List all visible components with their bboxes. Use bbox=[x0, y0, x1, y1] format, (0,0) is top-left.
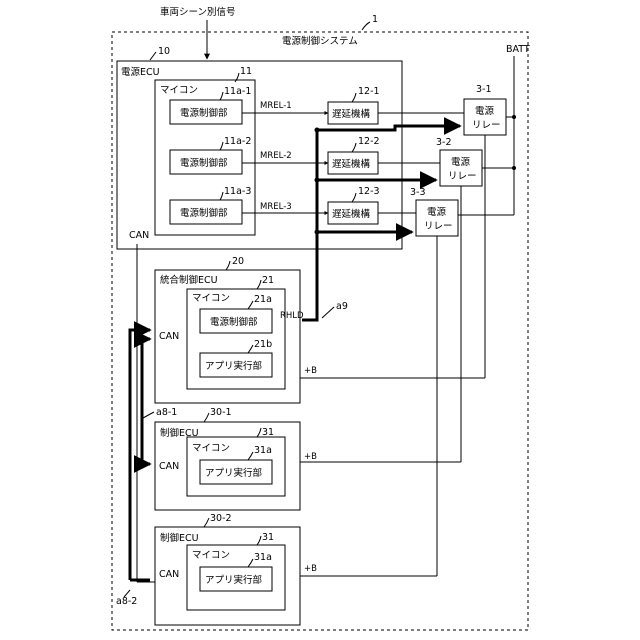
bus-ref-a8-2: a8-2 bbox=[116, 596, 137, 607]
control-ecu-1-app-ref: 31a bbox=[254, 445, 272, 456]
relay-ref-2: 3-2 bbox=[436, 137, 452, 148]
batt-label: BATT bbox=[506, 44, 530, 55]
a8-1-leader bbox=[143, 412, 154, 418]
power-ecu-ref: 10 bbox=[158, 46, 170, 57]
power-control-unit-3-label: 電源制御部 bbox=[180, 207, 228, 219]
integrated-ecu-can: CAN bbox=[159, 331, 179, 342]
power-control-unit-1-label: 電源制御部 bbox=[180, 107, 228, 119]
unit-ref-1: 11a-1 bbox=[224, 86, 251, 97]
relay-ref-3: 3-3 bbox=[410, 187, 426, 198]
power-micon-ref: 11 bbox=[240, 66, 252, 77]
a9-leader bbox=[322, 307, 334, 318]
control-ecu-1-micon-ref: 31 bbox=[262, 427, 274, 438]
a9-label: a9 bbox=[336, 301, 348, 312]
system-ref-leader bbox=[362, 22, 370, 30]
control-ecu-2-can: CAN bbox=[159, 569, 179, 580]
integrated-micon-title: マイコン bbox=[192, 293, 230, 304]
integrated-app-label: アプリ実行部 bbox=[205, 360, 262, 372]
power-control-unit-2-label: 電源制御部 bbox=[180, 157, 228, 169]
relay-ref-1: 3-1 bbox=[476, 84, 492, 95]
integrated-app-ref: 21b bbox=[254, 339, 272, 350]
power-relay-3-line1: 電源 bbox=[427, 207, 447, 218]
integrated-power-control-label: 電源制御部 bbox=[210, 316, 258, 328]
control-ecu-2-micon-title: マイコン bbox=[192, 550, 230, 561]
power-relay-2-line1: 電源 bbox=[451, 157, 471, 168]
power-relay-3-line2: リレー bbox=[424, 221, 453, 232]
mrel-label-1: MREL-1 bbox=[260, 101, 292, 111]
integrated-ecu-plus-b: +B bbox=[304, 366, 317, 376]
mrel-label-2: MREL-2 bbox=[260, 151, 292, 161]
power-relay-1-line1: 電源 bbox=[475, 106, 495, 117]
top-signal-label: 車両シーン別信号 bbox=[160, 6, 236, 18]
delay-ref-1: 12-1 bbox=[358, 86, 380, 97]
power-ecu-can: CAN bbox=[129, 230, 149, 241]
control-ecu-1-can: CAN bbox=[159, 461, 179, 472]
delay-mechanism-1-label: 遅延機構 bbox=[332, 108, 371, 120]
integrated-micon-ref: 21 bbox=[262, 275, 274, 286]
control-ecu-2-ref: 30-2 bbox=[210, 513, 232, 524]
can-bus-thick bbox=[130, 330, 150, 580]
power-micon-title: マイコン bbox=[160, 85, 198, 96]
mrel-label-3: MREL-3 bbox=[260, 202, 292, 212]
integrated-power-ctrl-ref: 21a bbox=[254, 294, 272, 305]
control-ecu-1-plus-b: +B bbox=[304, 452, 317, 462]
control-ecu-1-micon-title: マイコン bbox=[192, 443, 230, 454]
bus-ref-a8-1: a8-1 bbox=[156, 407, 177, 418]
integrated-ecu-ref: 20 bbox=[232, 256, 244, 267]
control-ecu-2-plus-b: +B bbox=[304, 564, 317, 574]
system-ref: 1 bbox=[372, 14, 378, 25]
delay-ref-3: 12-3 bbox=[358, 186, 380, 197]
integrated-ecu-title: 統合制御ECU bbox=[160, 274, 218, 286]
control-ecu-2-micon-ref: 31 bbox=[262, 532, 274, 543]
delay-mechanism-3-label: 遅延機構 bbox=[332, 208, 371, 220]
control-ecu-2-title: 制御ECU bbox=[160, 532, 199, 544]
power-relay-1-line2: リレー bbox=[472, 120, 501, 131]
delay-ref-2: 12-2 bbox=[358, 136, 380, 147]
power-relay-2-line2: リレー bbox=[448, 171, 477, 182]
unit-ref-3: 11a-3 bbox=[224, 186, 251, 197]
control-ecu-2-app-label: アプリ実行部 bbox=[205, 574, 262, 586]
control-ecu-1-ref: 30-1 bbox=[210, 407, 232, 418]
control-ecu-1-app-label: アプリ実行部 bbox=[205, 467, 262, 479]
rhld-label: RHLD bbox=[280, 311, 304, 321]
system-title: 電源制御システム bbox=[282, 35, 358, 47]
delay-mechanism-2-label: 遅延機構 bbox=[332, 158, 371, 170]
unit-ref-2: 11a-2 bbox=[224, 136, 251, 147]
power-ecu-title: 電源ECU bbox=[121, 67, 160, 78]
control-ecu-2-app-ref: 31a bbox=[254, 552, 272, 563]
